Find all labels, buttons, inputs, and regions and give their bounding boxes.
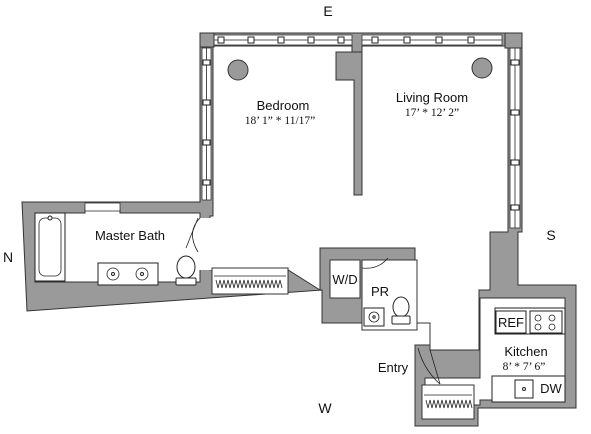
living-room-label: Living Room — [396, 90, 468, 105]
kitchen-label: Kitchen — [504, 344, 547, 359]
cooktop — [529, 310, 563, 334]
bath-opening — [198, 218, 214, 270]
kitchen-counter-bottom — [491, 375, 566, 403]
master-bath-label: Master Bath — [95, 228, 165, 243]
powder-sink — [363, 307, 385, 327]
living-room-dimensions: 17’ * 12’ 2” — [405, 107, 459, 119]
compass-south: S — [546, 227, 555, 243]
closet-rod — [214, 275, 286, 289]
bathtub — [34, 212, 66, 282]
corner-pillar-nw — [199, 32, 215, 48]
bedroom-windows — [201, 47, 212, 201]
entry-door-swing — [417, 347, 441, 385]
bedroom-label: Bedroom — [257, 98, 310, 113]
column-living — [471, 57, 493, 79]
living-windows — [509, 47, 521, 229]
refrigerator-label: REF — [498, 315, 524, 330]
bedroom-closet — [211, 267, 289, 295]
refrigerator — [495, 310, 527, 334]
bedroom-dimensions: 18’ 1” * 11/17” — [245, 115, 316, 127]
compass-west: W — [318, 400, 332, 416]
corner-pillar-ne — [504, 32, 523, 49]
partition-wall — [335, 51, 363, 196]
washer-dryer-label: W/D — [332, 272, 357, 287]
east-windows — [213, 34, 503, 46]
bath-door-swing — [192, 217, 201, 253]
powder-toilet — [391, 296, 411, 325]
dishwasher-label: DW — [540, 381, 562, 396]
kitchen-dimensions: 8’ * 7’ 6” — [503, 361, 546, 373]
kitchen-counter-top — [494, 307, 566, 335]
entry-closet-rod — [424, 394, 473, 409]
compass-east: E — [323, 3, 332, 19]
bath-door — [185, 217, 199, 249]
washer-dryer-closet — [329, 259, 361, 299]
entry-door — [429, 349, 441, 385]
column-bedroom — [227, 59, 249, 81]
entry-label: Entry — [378, 360, 409, 375]
powder-door-swing — [361, 257, 389, 269]
powder-room-label: PR — [371, 284, 389, 299]
bath-vanity — [97, 262, 159, 286]
compass-north: N — [3, 249, 13, 265]
bath-window — [84, 202, 121, 212]
bath-toilet — [175, 255, 197, 286]
